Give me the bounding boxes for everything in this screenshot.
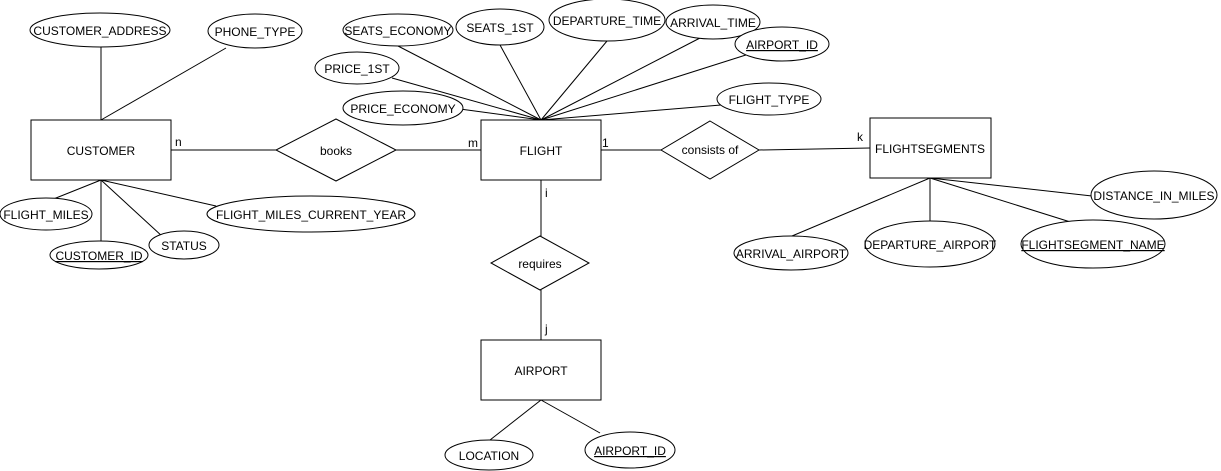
entity-flight-label: FLIGHT [520, 144, 563, 158]
attribute-flight-airport-id: AIRPORT_ID [734, 26, 830, 62]
attribute-customer-id: CUSTOMER_ID [49, 240, 149, 270]
status-line [100, 179, 164, 238]
price-economy-line [459, 108, 542, 121]
cardinality-books-flight: m [468, 136, 478, 150]
cardinality-consists-segments: k [857, 130, 864, 144]
entity-airport: AIRPORT [480, 339, 602, 401]
attribute-location: LOCATION [444, 439, 534, 471]
attribute-price-economy-label: PRICE_ECONOMY [350, 102, 455, 116]
relationship-consists-of: consists of [660, 120, 760, 180]
attribute-airport-airport-id: AIRPORT_ID [584, 431, 676, 469]
cardinality-labels: n m 1 k i j [175, 130, 864, 336]
attribute-flight-type-label: FLIGHT_TYPE [729, 93, 810, 107]
attribute-price-1st: PRICE_1ST [314, 51, 400, 85]
price-1st-line [391, 77, 542, 121]
arrival-airport-line [791, 177, 931, 237]
attribute-departure-airport: DEPARTURE_AIRPORT [864, 220, 997, 268]
cardinality-customer-books: n [175, 135, 182, 149]
cardinality-flight-requires: i [545, 186, 548, 200]
attribute-distance-in-miles: DISTANCE_IN_MILES [1090, 170, 1218, 220]
seats-1st-line [499, 44, 542, 121]
connector-lines [50, 37, 1093, 441]
relationship-requires: requires [489, 235, 591, 291]
attribute-status-label: STATUS [161, 239, 207, 253]
attribute-arrival-time: ARRIVAL_TIME [665, 4, 761, 40]
attribute-status: STATUS [148, 230, 220, 260]
consists-segments-line [758, 147, 871, 151]
location-line [489, 399, 542, 441]
attribute-seats-economy: SEATS_ECONOMY [342, 13, 454, 47]
flight-miles-current-year-line [100, 179, 217, 207]
attribute-flight-miles-current-year-label: FLIGHT_MILES_CURRENT_YEAR [216, 208, 406, 222]
attribute-customer-address: CUSTOMER_ADDRESS [29, 12, 171, 48]
cardinality-flight-consists: 1 [602, 136, 609, 150]
seats-economy-line [397, 45, 542, 121]
flightsegment-name-line [929, 177, 1081, 226]
attribute-seats-economy-label: SEATS_ECONOMY [344, 24, 451, 38]
entity-flightsegments: FLIGHTSEGMENTS [869, 117, 992, 179]
attribute-flight-type: FLIGHT_TYPE [716, 82, 822, 116]
attribute-flight-miles: FLIGHT_MILES [0, 197, 93, 231]
attribute-departure-time: DEPARTURE_TIME [548, 0, 666, 42]
distance-in-miles-line [929, 177, 1093, 197]
attribute-seats-1st: SEATS_1ST [455, 8, 545, 46]
entity-customer: CUSTOMER [30, 119, 172, 181]
relationship-books-label: books [320, 144, 352, 158]
relationship-requires-label: requires [518, 257, 561, 271]
entity-airport-label: AIRPORT [514, 364, 568, 378]
arrival-time-line [540, 37, 701, 121]
attribute-departure-time-label: DEPARTURE_TIME [553, 14, 661, 28]
attribute-customer-address-label: CUSTOMER_ADDRESS [33, 24, 166, 38]
cardinality-requires-airport: j [544, 322, 548, 336]
relationship-books: books [274, 118, 398, 182]
attribute-flight-miles-label: FLIGHT_MILES [3, 208, 88, 222]
attribute-phone-type-label: PHONE_TYPE [215, 25, 296, 39]
airport-airport-id-line [540, 399, 601, 434]
attribute-location-label: LOCATION [459, 449, 519, 463]
attribute-flight-miles-current-year: FLIGHT_MILES_CURRENT_YEAR [206, 195, 416, 233]
flight-miles-line [50, 179, 102, 201]
attribute-customer-id-label: CUSTOMER_ID [55, 249, 142, 263]
attribute-flight-airport-id-label: AIRPORT_ID [746, 38, 818, 52]
attribute-arrival-airport: ARRIVAL_AIRPORT [733, 235, 849, 271]
attribute-distance-in-miles-label: DISTANCE_IN_MILES [1093, 189, 1214, 203]
entity-customer-label: CUSTOMER [67, 144, 136, 158]
phone-type-line [100, 47, 227, 121]
attribute-departure-airport-label: DEPARTURE_AIRPORT [864, 238, 997, 252]
relationship-consists-of-label: consists of [682, 143, 739, 157]
attribute-price-economy: PRICE_ECONOMY [342, 90, 464, 126]
attribute-airport-airport-id-label: AIRPORT_ID [594, 444, 666, 458]
attribute-price-1st-label: PRICE_1ST [324, 62, 390, 76]
attribute-flightsegment-name: FLIGHTSEGMENT_NAME [1020, 219, 1166, 269]
entity-flight: FLIGHT [480, 119, 602, 181]
entity-flightsegments-label: FLIGHTSEGMENTS [875, 142, 985, 156]
flight-airport-id-line [540, 53, 750, 121]
attribute-arrival-time-label: ARRIVAL_TIME [670, 16, 756, 30]
attribute-flightsegment-name-label: FLIGHTSEGMENT_NAME [1021, 238, 1164, 252]
attribute-arrival-airport-label: ARRIVAL_AIRPORT [736, 247, 847, 261]
attribute-seats-1st-label: SEATS_1ST [466, 21, 534, 35]
attribute-phone-type: PHONE_TYPE [207, 13, 303, 49]
flight-type-line [540, 104, 722, 121]
departure-time-line [540, 40, 608, 121]
